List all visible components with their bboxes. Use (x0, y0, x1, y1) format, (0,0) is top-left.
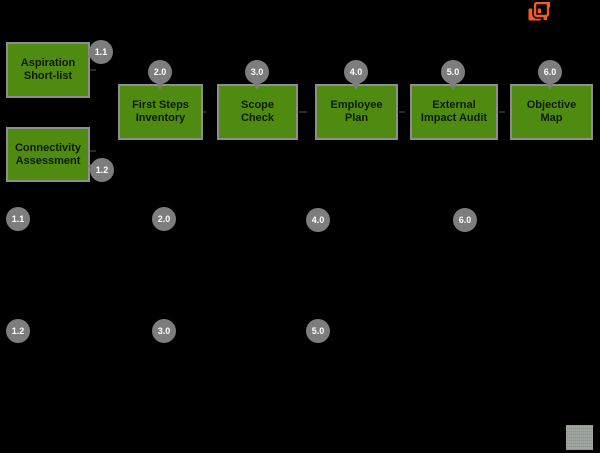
process-node-5.0[interactable]: External Impact Audit (410, 84, 498, 140)
connector-stub (90, 69, 96, 71)
node-label: Connectivity Assessment (14, 141, 81, 167)
legend-badge-2.0: 2.0 (152, 207, 176, 231)
step-pin-4.0: 4.0 (344, 60, 368, 90)
node-label: First Steps Inventory (132, 99, 189, 124)
step-pin-1.2: 1.2 (87, 158, 114, 182)
pin-number: 1.2 (95, 164, 109, 175)
pin-number: 2.0 (153, 66, 167, 77)
pin-number: 3.0 (250, 66, 264, 77)
connector-stub (200, 111, 206, 113)
connector-stub (399, 111, 405, 113)
pin-number: 6.0 (543, 66, 557, 77)
legend-badge-5.0: 5.0 (306, 319, 330, 343)
legend-badge-3.0: 3.0 (152, 319, 176, 343)
connector-stub (90, 150, 96, 152)
node-label: Aspiration Short-list (20, 57, 76, 82)
pin-number: 6.0 (458, 214, 472, 225)
node-label: External Impact Audit (420, 99, 488, 124)
pin-pointer (349, 77, 363, 90)
pin-number: 2.0 (157, 213, 171, 224)
step-pin-5.0: 5.0 (441, 60, 465, 90)
process-node-1.2[interactable]: Connectivity Assessment (6, 127, 90, 182)
pin-number: 3.0 (157, 325, 171, 336)
legend-badge-1.2: 1.2 (6, 319, 30, 343)
pin-number: 5.0 (446, 66, 460, 77)
legend-badge-6.0: 6.0 (453, 208, 477, 232)
step-pin-6.0: 6.0 (538, 60, 562, 90)
process-node-2.0[interactable]: First Steps Inventory (118, 84, 203, 140)
pin-number: 1.1 (11, 213, 25, 224)
pin-pointer (543, 77, 557, 90)
pin-pointer (86, 51, 99, 61)
pin-pointer (446, 77, 460, 90)
pin-pointer (153, 77, 167, 90)
process-node-1.1[interactable]: Aspiration Short-list (6, 42, 90, 98)
pin-number: 1.1 (94, 46, 108, 57)
connector-stub (499, 111, 505, 113)
step-pin-3.0: 3.0 (245, 60, 269, 90)
vendor-logo-icon (528, 2, 550, 21)
legend-badge-4.0: 4.0 (306, 208, 330, 232)
pin-number: 5.0 (311, 325, 325, 336)
node-label: Objective Map (526, 99, 577, 124)
pin-pointer (87, 161, 100, 171)
legend-badge-1.1: 1.1 (6, 207, 30, 231)
pin-pointer (250, 77, 264, 90)
connector-stub (299, 111, 307, 113)
step-pin-1.1: 1.1 (86, 40, 113, 64)
pin-number: 4.0 (349, 66, 363, 77)
process-node-3.0[interactable]: Scope Check (217, 84, 298, 140)
process-node-6.0[interactable]: Objective Map (510, 84, 593, 140)
pin-number: 4.0 (311, 214, 325, 225)
node-label: Employee Plan (330, 99, 383, 124)
pin-number: 1.2 (11, 325, 25, 336)
thumbnail-image (566, 425, 593, 450)
step-pin-2.0: 2.0 (148, 60, 172, 90)
node-label: Scope Check (240, 99, 275, 124)
process-node-4.0[interactable]: Employee Plan (315, 84, 398, 140)
